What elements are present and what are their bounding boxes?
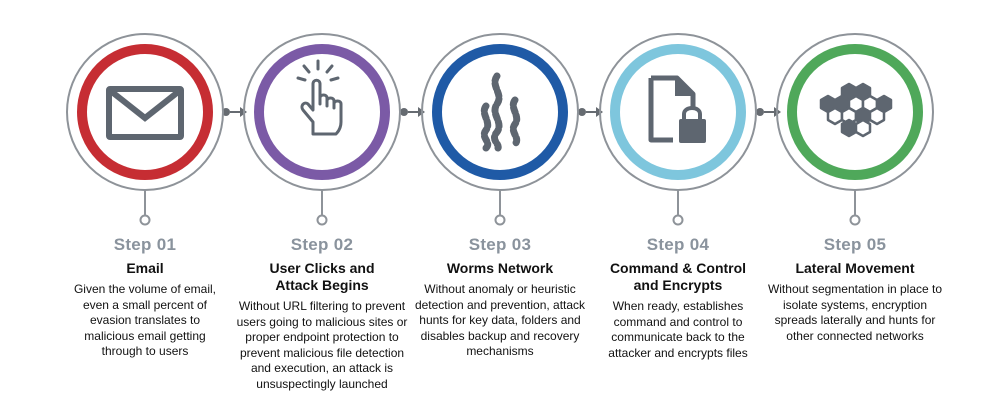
step-description: Without anomaly or heuristic detection a… <box>414 282 586 358</box>
step-4-text: Step 04 Command & Control and Encrypts W… <box>583 234 773 361</box>
step-4-ring <box>610 44 746 180</box>
hexagons-icon <box>819 82 893 138</box>
step-1-text: Step 01 Email Given the volume of email,… <box>50 234 240 360</box>
step-description: When ready, establishes command and cont… <box>608 299 748 360</box>
step-5-node <box>776 33 934 226</box>
step-5-text: Step 05 Lateral Movement Without segment… <box>760 234 950 344</box>
step-3-text: Step 03 Worms Network Without anomaly or… <box>405 234 595 360</box>
step-2-node <box>243 33 401 226</box>
step-3-node <box>421 33 579 226</box>
step-4-node <box>599 33 757 226</box>
step-title: Email <box>126 260 164 276</box>
step-number: Step 02 <box>290 235 354 254</box>
step-title: User Clicks and Attack Begins <box>269 260 375 293</box>
locked-file-icon <box>648 75 706 143</box>
step-number: Step 05 <box>823 235 887 254</box>
step-2-ring <box>254 44 390 180</box>
step-3-ring <box>432 44 568 180</box>
step-2-text: Step 02 User Clicks and Attack Begins Wi… <box>227 234 417 392</box>
step-title: Command & Control and Encrypts <box>609 260 747 293</box>
step-5-ring <box>787 44 923 180</box>
step-description: Without URL filtering to prevent users g… <box>236 299 408 391</box>
step-description: Without segmentation in place to isolate… <box>767 282 943 343</box>
step-title: Lateral Movement <box>795 260 915 276</box>
worms-icon <box>480 72 521 152</box>
step-number: Step 01 <box>113 235 177 254</box>
step-number: Step 04 <box>646 235 710 254</box>
pointing-hand-icon <box>296 59 343 136</box>
connector-1-2 <box>222 107 247 117</box>
step-1-ring <box>77 44 213 180</box>
envelope-icon <box>106 86 184 140</box>
step-title: Worms Network <box>446 260 554 276</box>
step-number: Step 03 <box>468 235 532 254</box>
step-1-node <box>66 33 224 226</box>
process-diagram <box>66 33 934 226</box>
step-description: Given the volume of email, even a small … <box>73 282 217 358</box>
